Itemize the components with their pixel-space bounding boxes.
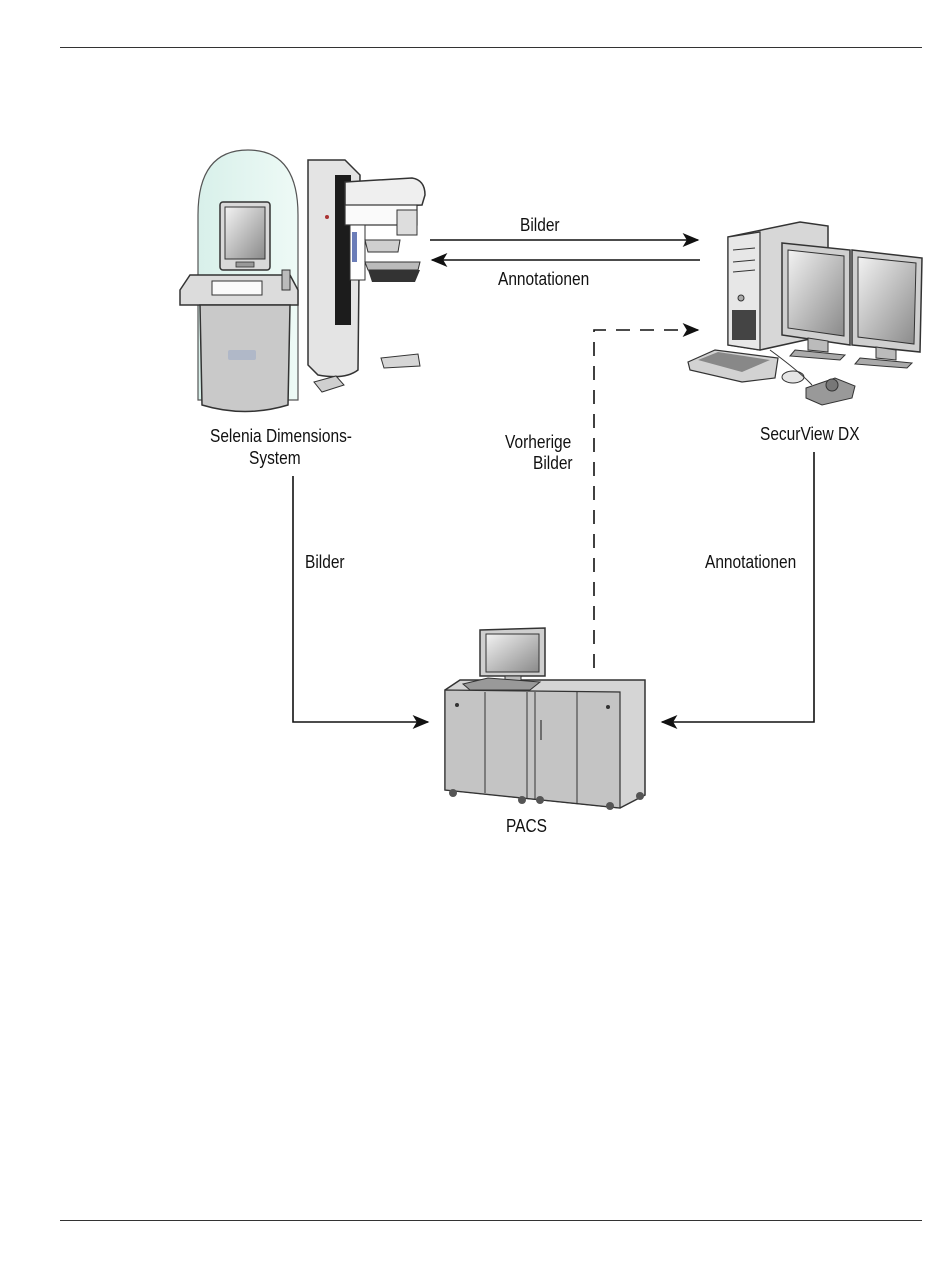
edge-label-annotationen-right: Annotationen <box>705 552 796 573</box>
edge-label-vorherige-bilder: Bilder <box>533 453 573 474</box>
arrow-selenia-to-pacs <box>293 476 428 722</box>
edge-label-bilder-left: Bilder <box>305 552 345 573</box>
pacs-illustration <box>445 628 645 810</box>
pacs-label: PACS <box>506 816 547 837</box>
securview-illustration <box>688 222 922 405</box>
securview-label: SecurView DX <box>760 424 860 445</box>
selenia-label-line1: Selenia Dimensions- <box>210 426 352 447</box>
arrow-securview-to-pacs <box>662 452 814 722</box>
edge-label-vorherige: Vorherige <box>505 432 571 453</box>
arrow-pacs-to-securview <box>594 330 698 668</box>
edge-label-bilder-top: Bilder <box>520 215 560 236</box>
selenia-system-illustration <box>180 150 425 412</box>
selenia-label-line2: System <box>249 448 301 469</box>
edge-label-annotationen-top: Annotationen <box>498 269 589 290</box>
